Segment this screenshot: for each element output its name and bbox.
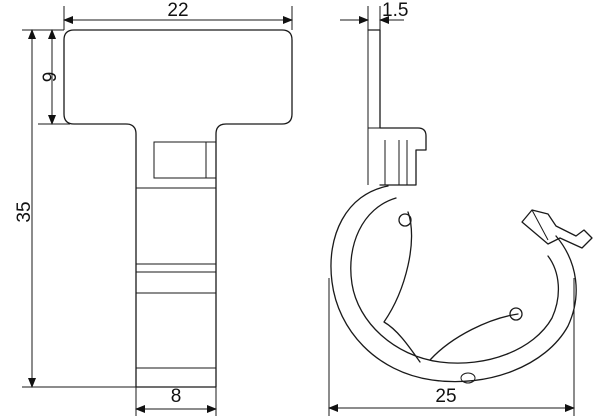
clip-outer-ring <box>330 185 577 383</box>
dimension-head-height: 9 <box>40 72 61 83</box>
dimension-total-height: 35 <box>14 201 35 222</box>
front-view-outline <box>63 29 293 388</box>
side-view-plate <box>367 29 427 186</box>
clip-hole-right <box>509 307 523 321</box>
dimension-thickness: 1.5 <box>382 0 408 21</box>
side-view: 1.5 25 <box>328 0 593 416</box>
dimension-top-width: 22 <box>167 0 188 21</box>
clip-inner-spring <box>383 211 421 363</box>
front-view: 22 9 35 8 <box>14 0 293 416</box>
dimension-stem-width: 8 <box>171 386 182 407</box>
clip-tab <box>521 209 593 249</box>
dimension-clip-width: 25 <box>435 386 456 407</box>
front-view-window <box>153 141 207 179</box>
clip-hole-left <box>398 213 412 227</box>
clip-inner-ring <box>350 197 560 364</box>
